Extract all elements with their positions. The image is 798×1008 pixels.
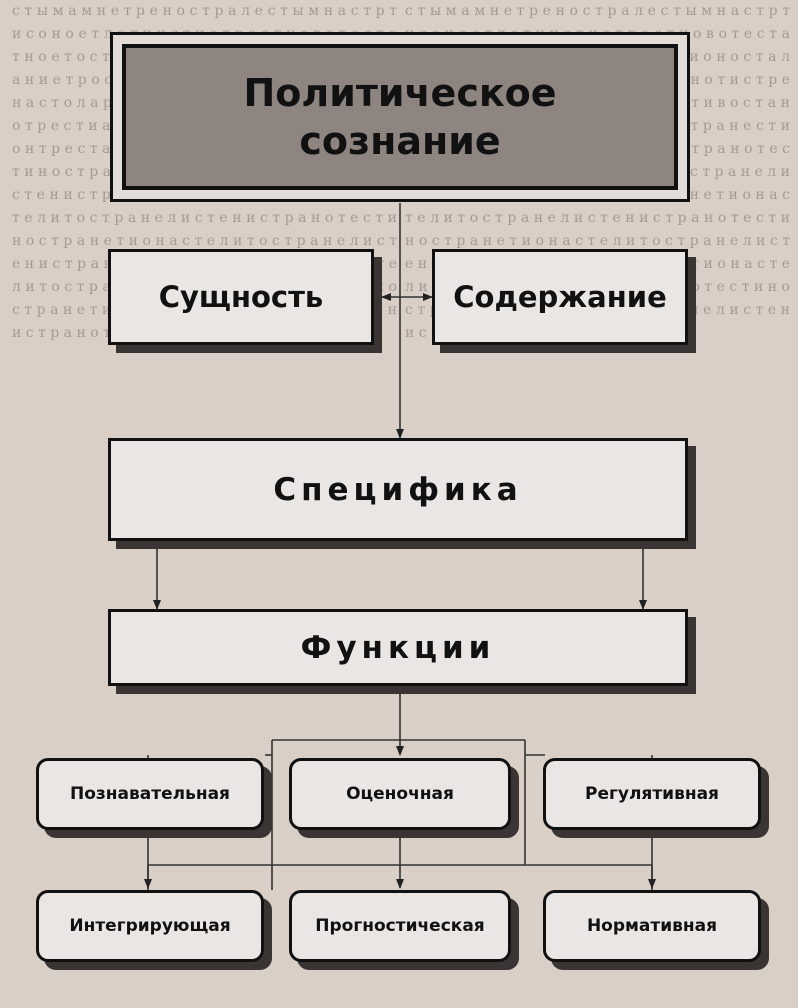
function-evaluative-box: Оценочная — [289, 758, 511, 830]
essence-box: Сущность — [108, 249, 374, 345]
specifics-box: Специфика — [108, 438, 688, 541]
function-integrative-label: Интегрирующая — [69, 916, 231, 936]
function-normative-label: Нормативная — [586, 916, 718, 936]
function-evaluative-label: Оценочная — [346, 784, 454, 804]
specifics-label: Специфика — [273, 471, 523, 508]
title-text: Политическое сознание — [243, 71, 557, 163]
function-prognostic-box: Прогностическая — [289, 890, 511, 962]
essence-label: Сущность — [158, 280, 324, 314]
function-regulative-box: Регулятивная — [543, 758, 761, 830]
function-regulative-label: Регулятивная — [585, 784, 719, 804]
functions-label: Функции — [300, 629, 496, 666]
content-box: Содержание — [432, 249, 688, 345]
function-cognitive-box: Познавательная — [36, 758, 264, 830]
function-integrative-box: Интегрирующая — [36, 890, 264, 962]
function-normative-box: Нормативная — [543, 890, 761, 962]
functions-box: Функции — [108, 609, 688, 686]
content-label: Содержание — [453, 280, 667, 314]
title-box: Политическое сознание — [122, 44, 678, 190]
function-cognitive-label: Познавательная — [70, 784, 230, 804]
function-prognostic-label: Прогностическая — [315, 916, 485, 936]
